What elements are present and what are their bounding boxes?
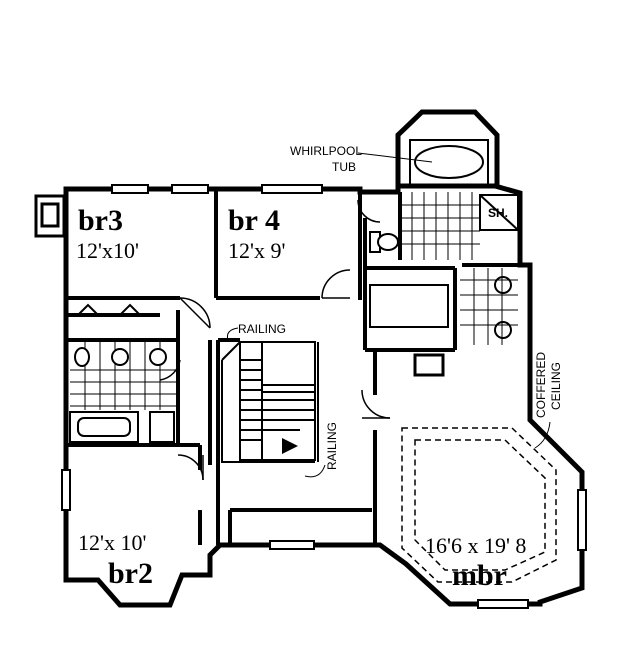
master-vanity xyxy=(369,276,512,339)
linen-closet xyxy=(413,353,445,377)
room-name-br3: br3 xyxy=(78,204,123,237)
room-name-mbr: mbr xyxy=(452,559,507,592)
coffered-ceiling xyxy=(401,427,557,583)
coffered-label: COFFERED xyxy=(534,352,548,418)
room-size-br3: 12'x10' xyxy=(76,238,139,263)
chimney xyxy=(34,194,66,238)
master-bath-tile xyxy=(400,192,518,345)
interior-walls xyxy=(66,189,520,545)
railing-top-leader xyxy=(227,327,239,341)
room-size-br2: 12'x 10' xyxy=(78,530,146,555)
hall-bath-fixtures xyxy=(69,347,175,443)
shower xyxy=(479,194,519,231)
whirlpool-tub xyxy=(409,139,489,186)
room-name-br2: br2 xyxy=(108,557,153,590)
hall-bath-tile xyxy=(70,342,176,410)
shower-label: SH. xyxy=(488,206,508,220)
tub-label: TUB xyxy=(332,160,356,174)
toilet-master xyxy=(369,231,399,253)
room-name-br4: br 4 xyxy=(228,204,280,237)
ceiling-label: CEILING xyxy=(549,362,563,410)
coffered-leader xyxy=(534,421,551,449)
railing-side-label: RAILING xyxy=(325,422,339,470)
whirlpool-leader xyxy=(357,152,433,163)
room-size-br4: 12'x 9' xyxy=(228,238,285,263)
railing-top-label: RAILING xyxy=(238,322,286,336)
railing-side-leader xyxy=(304,464,326,478)
doors xyxy=(159,199,391,481)
whirlpool-label: WHIRLPOOL xyxy=(290,144,362,158)
windows xyxy=(61,184,587,609)
staircase xyxy=(221,341,319,463)
closet-doors-br3 xyxy=(77,303,141,316)
stair-arrow xyxy=(282,438,298,454)
room-size-mbr: 16'6 x 19' 8 xyxy=(425,533,526,558)
